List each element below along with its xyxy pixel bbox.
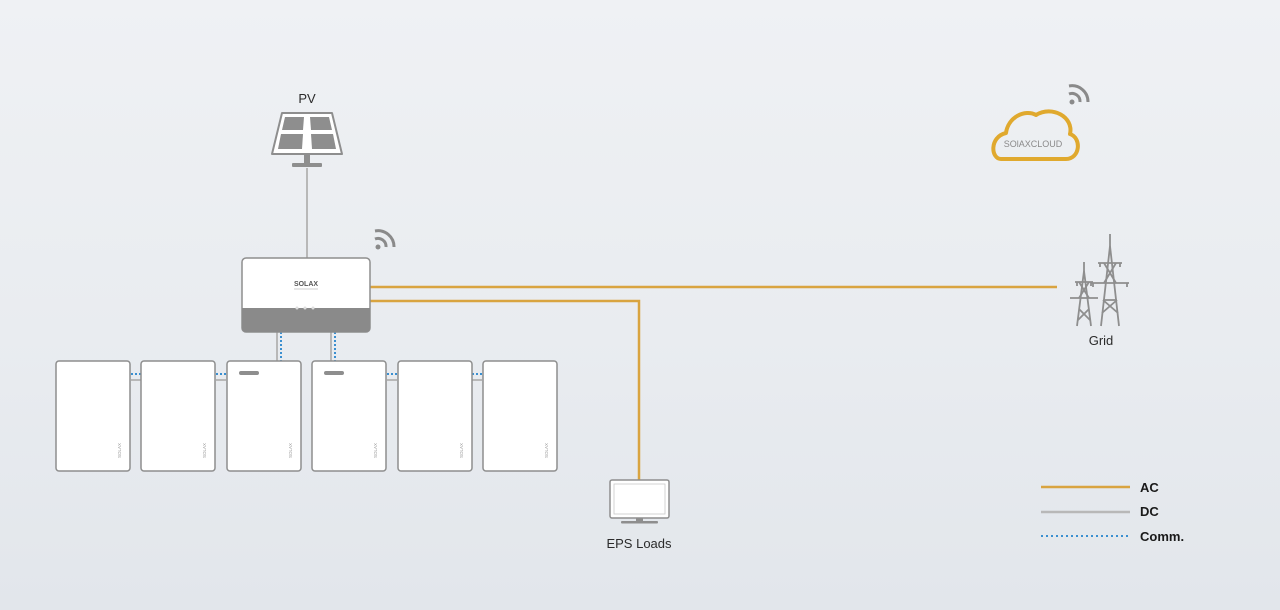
- cloud-icon: SOlAXCLOUD: [991, 109, 1080, 161]
- legend: AC DC Comm.: [1041, 480, 1184, 544]
- pv-label: PV: [298, 91, 316, 106]
- svg-text:SOLAX: SOLAX: [288, 443, 293, 458]
- inverter-battery-links: [276, 332, 336, 361]
- svg-text:SOLAX: SOLAX: [544, 443, 549, 458]
- svg-text:SOLAX: SOLAX: [459, 443, 464, 458]
- legend-item-comm: Comm.: [1041, 529, 1184, 544]
- cloud-label: SOlAXCLOUD: [1004, 139, 1063, 149]
- battery-module: SOLAX: [397, 360, 473, 472]
- legend-item-dc: DC: [1041, 504, 1159, 519]
- svg-text:SOLAX: SOLAX: [117, 443, 122, 458]
- grid-pylon-icon: [1070, 234, 1129, 327]
- inverter-brand: SOLAX: [294, 281, 318, 288]
- battery-module: SOLAX: [140, 360, 216, 472]
- svg-text:SOLAX: SOLAX: [373, 443, 378, 458]
- solar-panel-icon: [271, 112, 343, 167]
- legend-item-ac: AC: [1041, 480, 1159, 495]
- eps-monitor-icon: [609, 479, 670, 524]
- svg-text:AC: AC: [1140, 480, 1159, 495]
- battery-bank: SOLAX SOLAX SOLAX SOLAX SOLAX SOLAX: [55, 360, 558, 472]
- inverter-indicator-leds: [295, 306, 315, 310]
- ac-line-eps: [370, 299, 641, 480]
- battery-module: SOLAX: [226, 360, 302, 472]
- battery-interconnects: [131, 373, 482, 381]
- battery-module: SOLAX: [55, 360, 131, 472]
- svg-text:DC: DC: [1140, 504, 1159, 519]
- inverter: SOLAX: [241, 257, 371, 333]
- inverter-wifi-icon: [374, 229, 396, 250]
- cloud-wifi-icon: [1068, 84, 1090, 105]
- grid-label: Grid: [1089, 333, 1114, 348]
- battery-module: SOLAX: [482, 360, 558, 472]
- eps-loads-label: EPS Loads: [606, 536, 672, 551]
- battery-module: SOLAX: [311, 360, 387, 472]
- svg-text:SOLAX: SOLAX: [202, 443, 207, 458]
- svg-text:Comm.: Comm.: [1140, 529, 1184, 544]
